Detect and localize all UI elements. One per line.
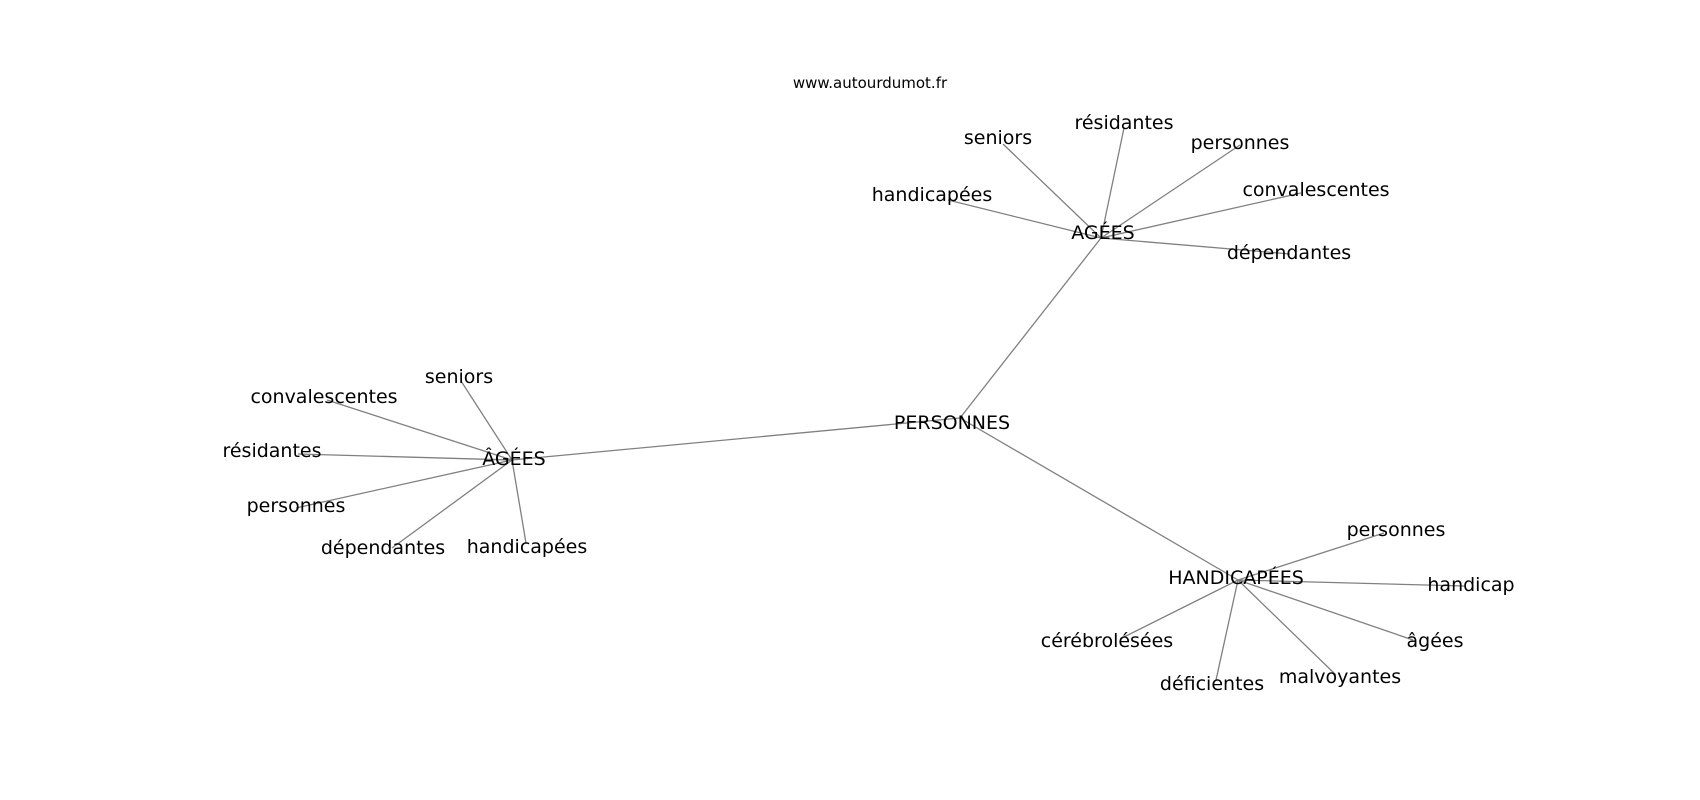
edge-root-ages_left [511, 417, 961, 461]
node-label-l-seniors: seniors [425, 366, 493, 388]
edge-ages_top-t_dependantes [1100, 237, 1291, 255]
node-label-ages-top: AGÉES [1071, 221, 1134, 244]
edge-ages_top-t_seniors [1002, 143, 1102, 239]
edge-ages_top-t_convalescentes [1100, 192, 1302, 239]
node-label-t-convalescentes: convalescentes [1242, 179, 1389, 201]
node-label-h-agees: âgées [1407, 630, 1464, 652]
node-label-l-convalescentes: convalescentes [250, 386, 397, 408]
edge-handicapees-h_handicap [1237, 579, 1465, 587]
edge-ages_top-t_personnes [1100, 144, 1241, 239]
node-label-h-handicap: handicap [1427, 574, 1514, 596]
node-label-t-seniors: seniors [964, 127, 1032, 149]
node-label-root: PERSONNES [894, 412, 1010, 434]
node-label-h-personnes: personnes [1347, 519, 1446, 541]
edge-ages_left-l_personnes [295, 459, 513, 509]
edge-handicapees-h_deficientes [1215, 579, 1239, 681]
edge-root-ages_top [959, 237, 1102, 419]
edge-ages_left-l_residantes [297, 453, 513, 461]
node-label-l-personnes: personnes [247, 495, 346, 517]
node-label-h-cerebrolesees: cérébrolésées [1041, 630, 1173, 652]
edge-ages_left-l_dependantes [391, 459, 513, 549]
watermark-text: www.autourdumot.fr [793, 74, 948, 92]
edge-root-handicapees [959, 417, 1239, 581]
edge-ages_left-l_handicapees [511, 459, 527, 544]
edge-handicapees-h_cerebrolesees [1119, 579, 1239, 640]
node-label-l-dependantes: dépendantes [321, 537, 445, 559]
edge-ages_top-t_handicapees [947, 199, 1102, 239]
node-label-h-deficientes: déficientes [1160, 673, 1264, 695]
edges-layer [295, 127, 1465, 681]
node-label-handicapees: HANDICAPÉES [1168, 566, 1304, 589]
labels-layer: www.autourdumot.fr PERSONNES AGÉES ÂGÉES HA… [222, 74, 1514, 695]
node-label-l-handicapees: handicapées [467, 536, 588, 558]
node-label-t-handicapees: handicapées [872, 184, 993, 206]
node-label-ages-left: ÂGÉES [482, 447, 545, 470]
edge-ages_left-l_convalescentes [326, 399, 513, 461]
node-label-t-personnes: personnes [1191, 132, 1290, 154]
edge-ages_left-l_seniors [460, 380, 513, 461]
node-label-t-residantes: résidantes [1074, 112, 1173, 134]
node-label-t-dependantes: dépendantes [1227, 242, 1351, 264]
edge-handicapees-h_malvoyantes [1237, 579, 1337, 676]
edge-handicapees-h_agees [1237, 579, 1414, 641]
edge-handicapees-h_personnes [1237, 532, 1385, 581]
edge-ages_top-t_residantes [1100, 127, 1125, 239]
node-label-l-residantes: résidantes [222, 440, 321, 462]
node-label-h-malvoyantes: malvoyantes [1279, 666, 1401, 688]
